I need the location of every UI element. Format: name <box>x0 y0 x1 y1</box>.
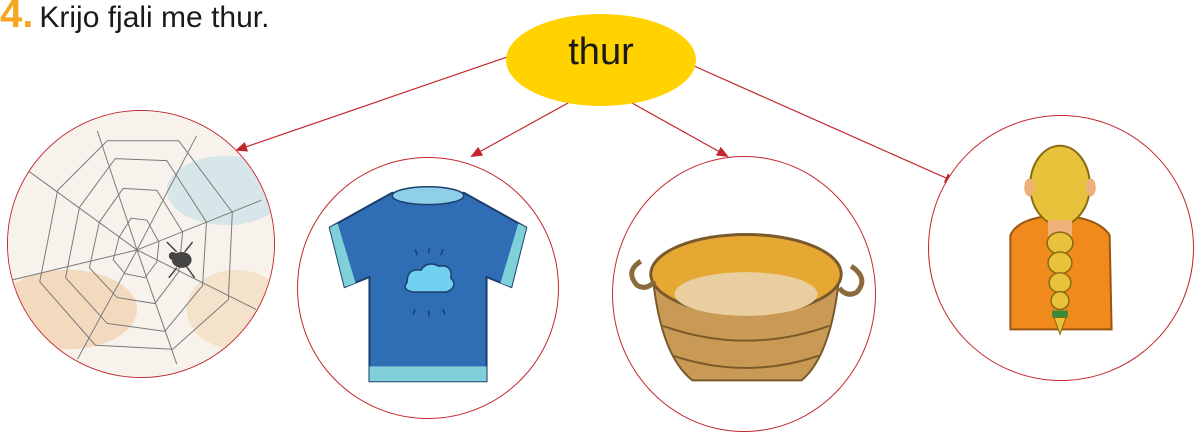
spider-web-icon <box>8 111 274 377</box>
picture-t-shirt <box>297 157 559 419</box>
arrow-to-basket <box>631 102 729 157</box>
picture-basket <box>612 156 876 432</box>
exercise-instruction: Krijo fjali me thur. <box>39 1 270 34</box>
t-shirt-icon <box>328 186 528 383</box>
picture-spider-web <box>7 110 275 378</box>
braid-icon <box>1009 144 1113 336</box>
basket-icon <box>629 232 865 382</box>
arrow-to-spider-web <box>235 55 511 152</box>
arrow-to-braid <box>693 65 957 183</box>
exercise-number: 4. <box>0 0 34 36</box>
center-word: thur <box>568 30 634 73</box>
arrow-to-t-shirt <box>470 102 569 157</box>
center-word-ellipse: thur <box>506 14 696 106</box>
picture-braid <box>928 115 1194 381</box>
exercise-heading: 4. Krijo fjali me thur. <box>0 0 269 38</box>
